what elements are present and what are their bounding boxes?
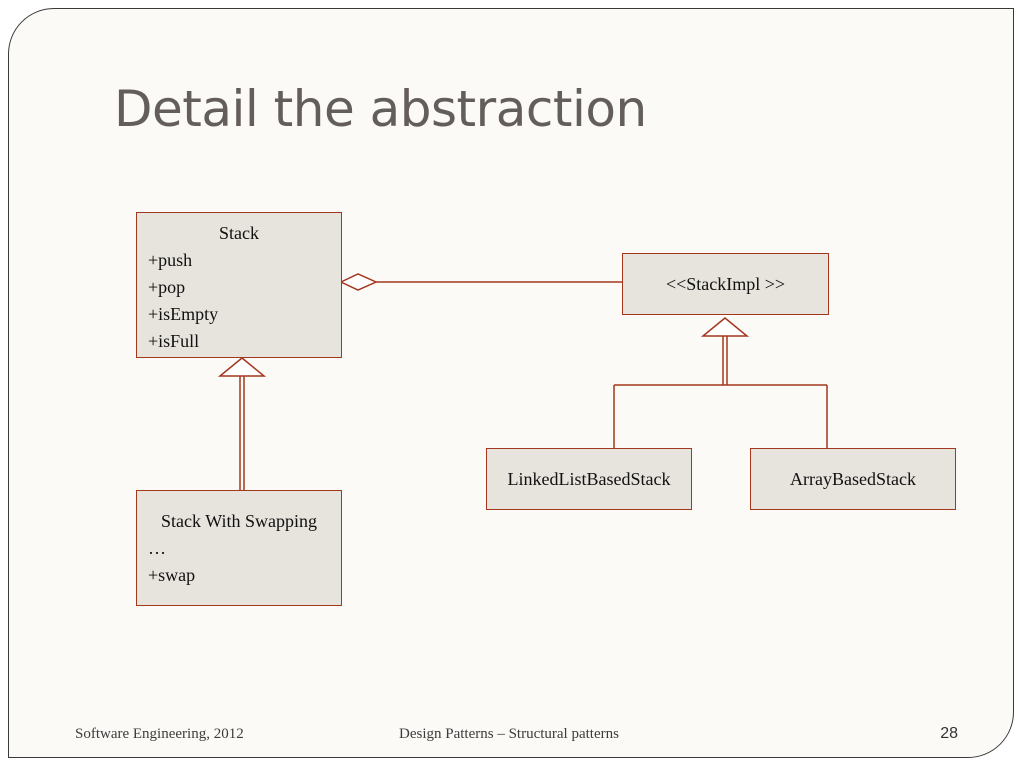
inheritance-triangle-stackimpl <box>700 317 750 337</box>
footer-course: Software Engineering, 2012 <box>75 726 244 742</box>
aggregation-diamond <box>339 273 378 291</box>
stack-class-name: Stack <box>219 223 259 243</box>
stack-member-pop: +pop <box>148 277 186 297</box>
array-stack-class-name: ArrayBasedStack <box>790 468 916 489</box>
stack-member-isfull: +isFull <box>148 331 200 351</box>
footer-topic: Design Patterns – Structural patterns <box>399 726 619 742</box>
inheritance-triangle-stack <box>217 357 267 377</box>
page-number: 28 <box>940 725 958 742</box>
slide-title: Detail the abstraction <box>114 80 647 138</box>
linkedlist-stack-class-name: LinkedListBasedStack <box>507 468 671 489</box>
slide-frame <box>8 8 1014 758</box>
stack-with-swapping-class-box: Stack With Swapping … +swap <box>136 490 342 606</box>
array-stack-class-box: ArrayBasedStack <box>750 448 956 510</box>
stack-member-push: +push <box>148 250 193 270</box>
stack-with-swapping-member-swap: +swap <box>148 565 196 585</box>
stack-member-isempty: +isEmpty <box>148 304 219 324</box>
stackimpl-interface-name: <<StackImpl >> <box>665 273 786 294</box>
stack-with-swapping-member-ellipsis: … <box>148 538 166 558</box>
stack-class-box: Stack +push +pop +isEmpty +isFull <box>136 212 342 358</box>
linkedlist-stack-class-box: LinkedListBasedStack <box>486 448 692 510</box>
stackimpl-interface-box: <<StackImpl >> <box>622 253 829 315</box>
stack-with-swapping-class-name: Stack With Swapping <box>161 511 317 531</box>
